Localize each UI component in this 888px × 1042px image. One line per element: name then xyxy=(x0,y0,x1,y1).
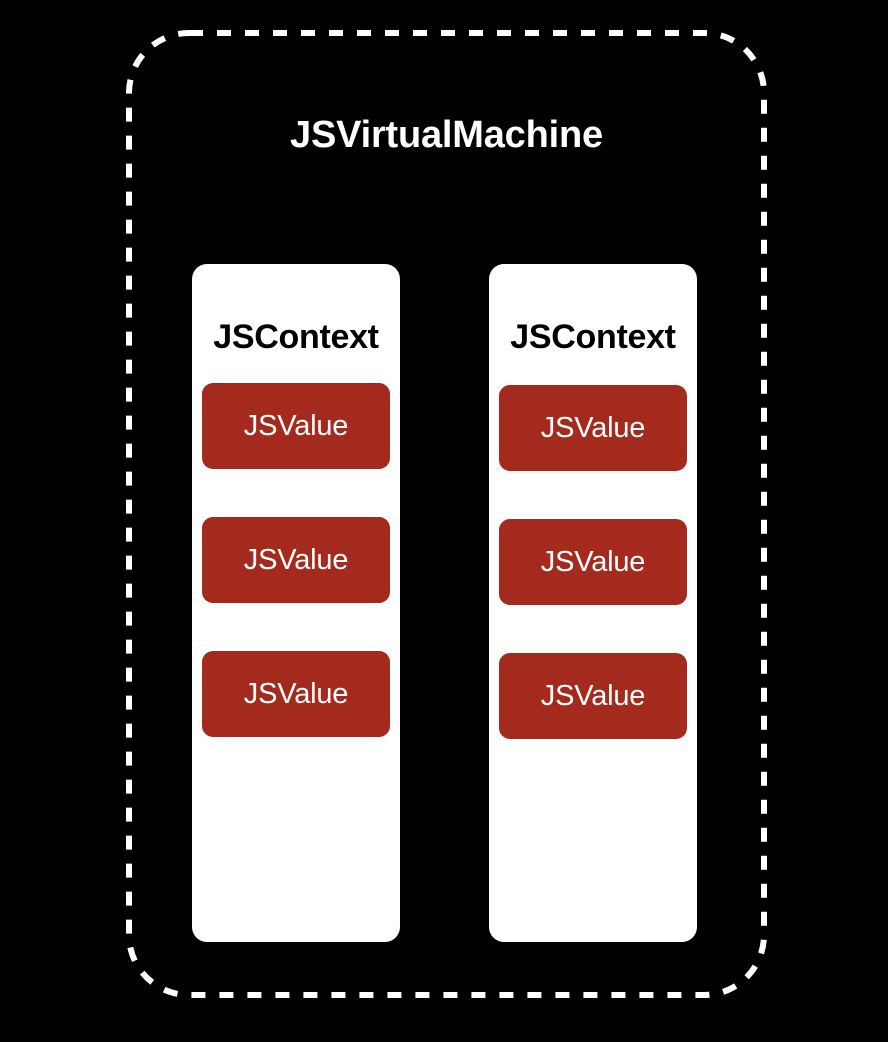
jscontext-label: JSContext xyxy=(510,318,676,356)
jsvalue-list-left: JSValue JSValue JSValue xyxy=(192,383,400,737)
jsvalue-box[interactable]: JSValue xyxy=(499,519,687,605)
jsvalue-list-right: JSValue JSValue JSValue xyxy=(489,385,697,739)
jsvalue-label: JSValue xyxy=(540,412,646,444)
jscontext-panel-left[interactable]: JSContext JSValue JSValue JSValue xyxy=(192,264,400,942)
jsvalue-box[interactable]: JSValue xyxy=(202,517,390,603)
jsvalue-box[interactable]: JSValue xyxy=(499,385,687,471)
jsvalue-label: JSValue xyxy=(540,680,646,712)
jsvalue-box[interactable]: JSValue xyxy=(202,651,390,737)
jsvirtualmachine-container: JSVirtualMachine JSContext JSValue JSVal… xyxy=(126,30,767,998)
jsvalue-box[interactable]: JSValue xyxy=(499,653,687,739)
jsvalue-label: JSValue xyxy=(243,410,349,442)
jsvalue-label: JSValue xyxy=(540,546,646,578)
jsvalue-label: JSValue xyxy=(243,678,349,710)
jsvalue-box[interactable]: JSValue xyxy=(202,383,390,469)
jscontext-panel-right[interactable]: JSContext JSValue JSValue JSValue xyxy=(489,264,697,942)
jscontext-label: JSContext xyxy=(213,318,379,356)
contexts-row: JSContext JSValue JSValue JSValue JSCont… xyxy=(192,264,697,942)
page-title: JSVirtualMachine xyxy=(290,114,603,156)
jsvalue-label: JSValue xyxy=(243,544,349,576)
